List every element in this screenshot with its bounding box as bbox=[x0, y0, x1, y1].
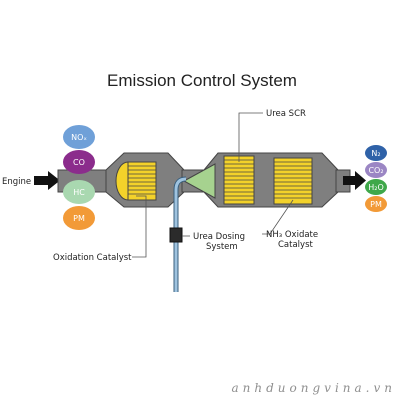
oxidation-catalyst-brick bbox=[127, 161, 157, 201]
diagram-title: Emission Control System bbox=[107, 71, 297, 90]
pm-out-label: PM bbox=[370, 200, 382, 209]
oxidation-catalyst-dome bbox=[115, 161, 129, 201]
nh3-catalyst-brick bbox=[273, 157, 313, 205]
urea-dosing-valve bbox=[169, 227, 183, 243]
urea-dosing-label-line2: System bbox=[206, 242, 238, 252]
nox-bubble bbox=[63, 125, 95, 149]
hc-label: HC bbox=[73, 188, 85, 197]
n2-label: N₂ bbox=[371, 149, 380, 158]
input-bubbles: NOₓ CO HC PM bbox=[63, 125, 95, 230]
h2o-bubble bbox=[365, 179, 387, 195]
co2-label: CO₂ bbox=[368, 166, 383, 175]
urea-dosing-label-line1: Urea Dosing bbox=[193, 232, 245, 242]
urea-mixer-cone bbox=[182, 163, 216, 199]
outlet-arrow bbox=[343, 171, 366, 190]
urea-dosing-tube bbox=[173, 176, 187, 292]
pm-in-bubble bbox=[63, 206, 95, 230]
leader-lines bbox=[132, 112, 294, 258]
n2-bubble bbox=[365, 145, 387, 161]
engine-inlet-arrow bbox=[34, 171, 60, 190]
co-bubble bbox=[63, 150, 95, 174]
urea-scr-brick bbox=[223, 155, 255, 205]
h2o-label: H₂O bbox=[368, 183, 384, 192]
urea-scr-label: Urea SCR bbox=[266, 109, 306, 119]
pm-out-bubble bbox=[365, 196, 387, 212]
nh3-catalyst-label-line2: Catalyst bbox=[278, 240, 314, 250]
output-bubbles: N₂ CO₂ H₂O PM bbox=[365, 145, 387, 212]
oxidation-catalyst-label: Oxidation Catalyst bbox=[53, 253, 132, 263]
co-label: CO bbox=[73, 158, 85, 167]
co2-bubble bbox=[365, 162, 387, 178]
pm-in-label: PM bbox=[73, 214, 85, 223]
hc-bubble bbox=[63, 180, 95, 204]
engine-label: Engine bbox=[2, 177, 31, 187]
watermark: anhduongvina.vn bbox=[232, 381, 396, 395]
nox-label: NOₓ bbox=[71, 133, 87, 142]
nh3-catalyst-label-line1: NH₃ Oxidate bbox=[266, 230, 318, 240]
